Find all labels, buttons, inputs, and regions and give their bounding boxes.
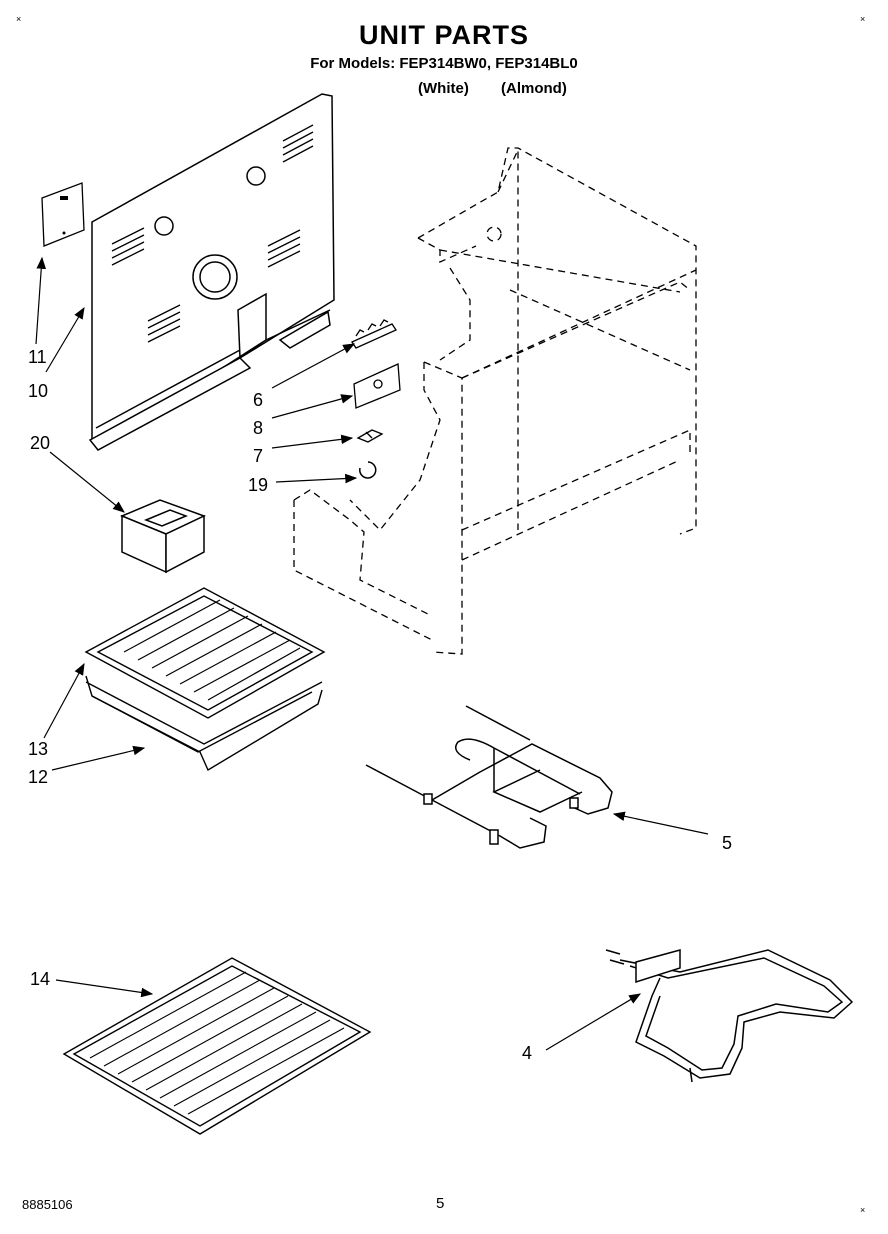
color-white-label: (White) bbox=[418, 80, 469, 97]
models-subtitle: For Models: FEP314BW0, FEP314BL0 bbox=[310, 55, 578, 72]
part-7-clip bbox=[356, 429, 384, 443]
callout-13: 13 bbox=[28, 739, 49, 759]
leader-lines bbox=[35, 256, 709, 1051]
page-title: UNIT PARTS bbox=[359, 20, 529, 50]
callout-10: 10 bbox=[28, 381, 49, 401]
part-13-broiler-grid bbox=[84, 587, 326, 719]
model-colors: (White) (Almond) bbox=[418, 80, 567, 97]
part-5-bake-element bbox=[365, 705, 613, 849]
callout-20: 20 bbox=[30, 433, 51, 453]
callout-5: 5 bbox=[722, 833, 733, 853]
callout-6: 6 bbox=[253, 390, 264, 410]
color-almond-label: (Almond) bbox=[501, 80, 567, 97]
callout-8: 8 bbox=[253, 418, 264, 438]
part-12-broiler-pan bbox=[85, 675, 323, 772]
callout-14: 14 bbox=[30, 969, 51, 989]
callout-12: 12 bbox=[28, 767, 49, 787]
part-20-box bbox=[120, 499, 206, 574]
part-10-rear-panel bbox=[88, 93, 335, 451]
document-number: 8885106 bbox=[22, 1197, 73, 1212]
part-4-broil-element bbox=[605, 949, 854, 1083]
corner-mark-top-right: × bbox=[860, 14, 866, 24]
part-11-shield bbox=[41, 182, 85, 247]
page-number: 5 bbox=[436, 1195, 445, 1212]
callout-4: 4 bbox=[522, 1043, 533, 1063]
corner-mark-bottom-right: × bbox=[860, 1205, 866, 1215]
cabinet-dashed-outline bbox=[293, 147, 697, 655]
callout-11: 11 bbox=[28, 347, 47, 367]
part-19-ring bbox=[359, 461, 377, 479]
callout-7: 7 bbox=[253, 446, 264, 466]
part-8-bracket bbox=[353, 363, 401, 409]
corner-mark-top-left: × bbox=[16, 14, 22, 24]
part-14-oven-rack bbox=[62, 957, 372, 1135]
callout-19: 19 bbox=[248, 475, 269, 495]
part-6-terminal-block bbox=[351, 319, 397, 349]
